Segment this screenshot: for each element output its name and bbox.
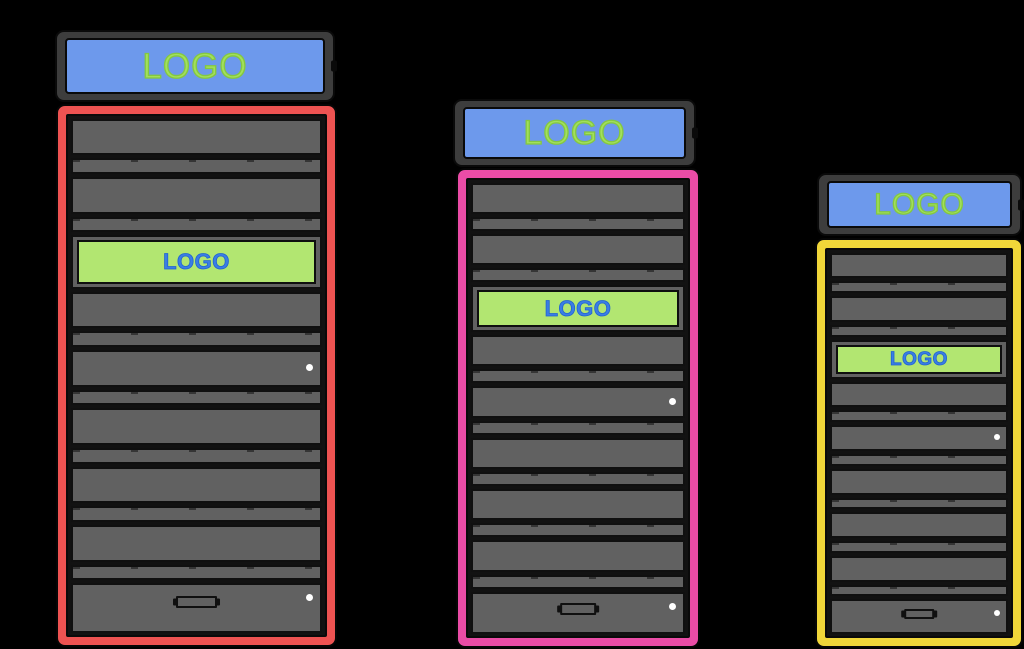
- tower-yellow: LOGO LOGO: [815, 173, 1024, 648]
- slat-separator: [830, 410, 1008, 423]
- bottom-drawer: [471, 591, 685, 634]
- drawer-handle-icon: [904, 608, 934, 619]
- header-sign-panel: LOGO: [827, 181, 1012, 228]
- slat-separator: [830, 584, 1008, 597]
- header-sign-panel: LOGO: [65, 38, 325, 94]
- drawer-slat: [71, 291, 322, 329]
- cabinet-interior: LOGO: [66, 114, 327, 637]
- indicator-dot: [306, 364, 313, 372]
- slat-separator: [471, 472, 685, 486]
- drawer-handle-icon: [175, 596, 218, 609]
- drawer-slat: [71, 176, 322, 214]
- cabinet-interior: LOGO: [466, 178, 690, 638]
- drawer-slat: [830, 512, 1008, 539]
- drawer-slat: [830, 252, 1008, 279]
- slat-separator: [71, 216, 322, 233]
- slat-separator: [471, 523, 685, 538]
- header-sign: LOGO: [453, 99, 698, 167]
- header-logo-text: LOGO: [873, 187, 965, 221]
- slat-separator: [830, 497, 1008, 510]
- cabinet-interior: LOGO: [825, 248, 1013, 638]
- slat-separator: [71, 158, 322, 174]
- drawer-slat: [71, 118, 322, 156]
- panel-logo-text: LOGO: [163, 248, 230, 274]
- logo-panel: LOGO: [77, 240, 316, 284]
- panel-logo-text: LOGO: [890, 348, 948, 370]
- indicator-dot: [669, 602, 676, 610]
- slat-separator: [71, 564, 322, 581]
- bottom-drawer: [830, 599, 1008, 634]
- header-logo-text: LOGO: [523, 114, 626, 152]
- header-logo-text: LOGO: [142, 46, 248, 86]
- drawer-slat: [471, 488, 685, 521]
- slat-separator: [471, 420, 685, 435]
- logo-panel-row: LOGO: [71, 235, 322, 289]
- logo-panel: LOGO: [477, 290, 679, 327]
- indicator-dot: [306, 594, 313, 602]
- drawer-slat: [830, 555, 1008, 582]
- slat-separator: [830, 324, 1008, 337]
- drawer-slat: [830, 468, 1008, 495]
- bottom-drawer: [71, 583, 322, 633]
- header-latch-icon: [331, 60, 337, 72]
- cabinet-yellow: LOGO: [815, 238, 1023, 648]
- slat-separator: [471, 268, 685, 283]
- drawer-slat: [471, 437, 685, 470]
- slat-separator: [71, 448, 322, 464]
- drawer-slat: [471, 386, 685, 418]
- drawer-slat: [71, 350, 322, 387]
- cabinet-red: LOGO: [56, 104, 337, 647]
- header-latch-icon: [1018, 199, 1024, 210]
- tower-red: LOGO LOGO: [55, 30, 337, 647]
- header-sign: LOGO: [55, 30, 337, 102]
- drawer-handle-icon: [560, 602, 596, 615]
- drawer-slat: [71, 466, 322, 504]
- panel-logo-text: LOGO: [544, 295, 612, 321]
- drawer-slat: [71, 525, 322, 562]
- logo-panel-row: LOGO: [471, 285, 685, 332]
- slat-separator: [830, 541, 1008, 553]
- header-sign-panel: LOGO: [463, 107, 686, 159]
- drawer-slat: [471, 540, 685, 572]
- logo-panel-row: LOGO: [830, 339, 1008, 379]
- indicator-dot: [994, 434, 1000, 441]
- indicator-dot: [669, 397, 676, 405]
- drawer-slat: [471, 334, 685, 367]
- drawer-slat: [830, 381, 1008, 408]
- slat-separator: [471, 369, 685, 384]
- slat-separator: [71, 506, 322, 523]
- slat-separator: [471, 574, 685, 589]
- indicator-dot: [994, 610, 1000, 617]
- drawer-slat: [71, 408, 322, 446]
- header-latch-icon: [692, 127, 698, 139]
- drawer-slat: [471, 233, 685, 266]
- drawer-slat: [830, 425, 1008, 451]
- slat-separator: [830, 281, 1008, 294]
- drawer-slat: [830, 296, 1008, 322]
- slat-separator: [71, 331, 322, 348]
- tower-pink: LOGO LOGO: [453, 99, 700, 648]
- slat-separator: [471, 217, 685, 231]
- cabinet-pink: LOGO: [456, 168, 700, 648]
- header-sign: LOGO: [817, 173, 1024, 236]
- drawer-slat: [471, 182, 685, 215]
- logo-panel: LOGO: [836, 344, 1002, 374]
- slat-separator: [71, 389, 322, 406]
- slat-separator: [830, 454, 1008, 466]
